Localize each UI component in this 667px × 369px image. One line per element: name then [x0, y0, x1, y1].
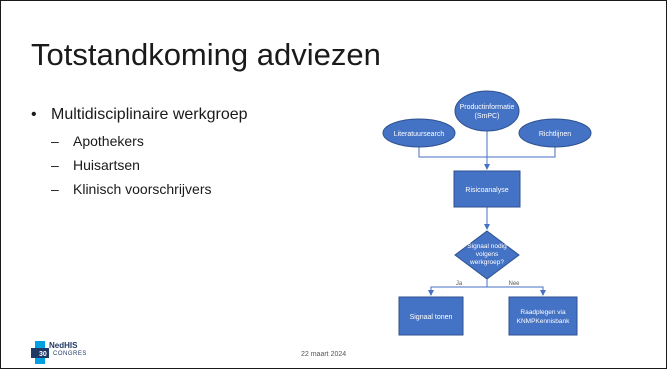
node-literatuursearch: Literatuursearch [382, 118, 456, 148]
dash-marker: – [51, 157, 59, 173]
dash-marker: – [51, 181, 59, 197]
slide-title: Totstandkoming adviezen [31, 37, 381, 72]
node-label: KNMPKennisbank [517, 318, 570, 325]
node-label: Signaal nodig [467, 243, 507, 250]
node-label: Literatuursearch [394, 131, 445, 138]
bullet-list: • Multidisciplinaire werkgroep – Apothek… [31, 105, 281, 203]
node-label: volgens [476, 251, 499, 258]
node-label: (SmPC) [475, 113, 500, 120]
bullet-item: • Multidisciplinaire werkgroep [31, 105, 281, 125]
node-shape [453, 170, 521, 208]
node-shape [508, 296, 578, 336]
sub-bullet-item: – Huisartsen [51, 155, 281, 175]
node-shape [518, 118, 592, 148]
connector [487, 286, 546, 296]
sub-bullet-list: – Apothekers – Huisartsen – Klinisch voo… [31, 131, 281, 199]
node-label: Productinformatie [460, 104, 515, 111]
logo-number: 30 [39, 351, 47, 358]
edge-label-nee: Nee [508, 281, 520, 287]
sub-bullet-text: Apothekers [73, 133, 144, 149]
node-risicoanalyse: Risicoanalyse [453, 170, 521, 208]
node-shape [454, 230, 520, 280]
sub-bullet-item: – Klinisch voorschrijvers [51, 179, 281, 199]
logo-subtitle: CONGRES [53, 351, 87, 357]
nedhis-logo: 30 NedHIS CONGRES [31, 341, 91, 365]
edge-label-ja: Ja [456, 281, 463, 287]
sub-bullet-text: Huisartsen [73, 157, 140, 173]
node-richtlijnen: Richtlijnen [518, 118, 592, 148]
node-shape [454, 90, 520, 132]
node-shape [382, 118, 456, 148]
node-label: Raadplegen via [520, 309, 566, 316]
flowchart: Productinformatie (SmPC) Literatuursearc… [382, 90, 592, 336]
node-signaal-tonen: Signaal tonen [398, 296, 464, 336]
connector [418, 146, 487, 158]
connector [487, 146, 556, 158]
bullet-marker: • [31, 106, 37, 123]
node-raadplegen: Raadplegen via KNMPKennisbank [508, 296, 578, 336]
node-label: Richtlijnen [539, 131, 571, 138]
bullet-text: Multidisciplinaire werkgroep [51, 106, 248, 123]
footer-date: 22 maart 2024 [301, 351, 347, 358]
node-label: Signaal tonen [410, 314, 453, 321]
node-decision: Signaal nodig volgens werkgroep? [454, 230, 520, 280]
sub-bullet-text: Klinisch voorschrijvers [73, 181, 212, 197]
node-label: werkgroep? [469, 259, 504, 266]
logo-name: NedHIS [49, 341, 78, 350]
sub-bullet-item: – Apothekers [51, 131, 281, 151]
dash-marker: – [51, 133, 59, 149]
node-shape [398, 296, 464, 336]
connectors [418, 131, 556, 296]
logo-mark-icon [31, 341, 49, 364]
node-label: Risicoanalyse [465, 187, 508, 194]
node-productinformatie: Productinformatie (SmPC) [454, 90, 520, 132]
connector [428, 279, 488, 296]
